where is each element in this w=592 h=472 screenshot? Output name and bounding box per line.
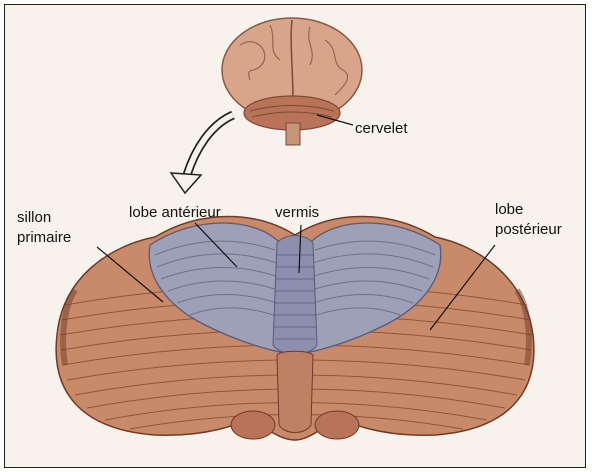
label-posterieur-line1: lobe — [495, 201, 523, 218]
label-sillon-line1: sillon — [17, 209, 51, 226]
cerebellum-main — [56, 216, 534, 440]
brain-overview — [222, 18, 362, 145]
label-cervelet: cervelet — [355, 120, 408, 137]
diagram-frame: cervelet sillon primaire lobe antérieur … — [4, 4, 586, 468]
label-posterieur-line2: postérieur — [495, 221, 562, 238]
label-lobe-anterieur: lobe antérieur — [129, 204, 221, 221]
pointer-arrow — [171, 115, 233, 193]
label-sillon-line2: primaire — [17, 229, 71, 246]
label-vermis: vermis — [275, 204, 319, 221]
